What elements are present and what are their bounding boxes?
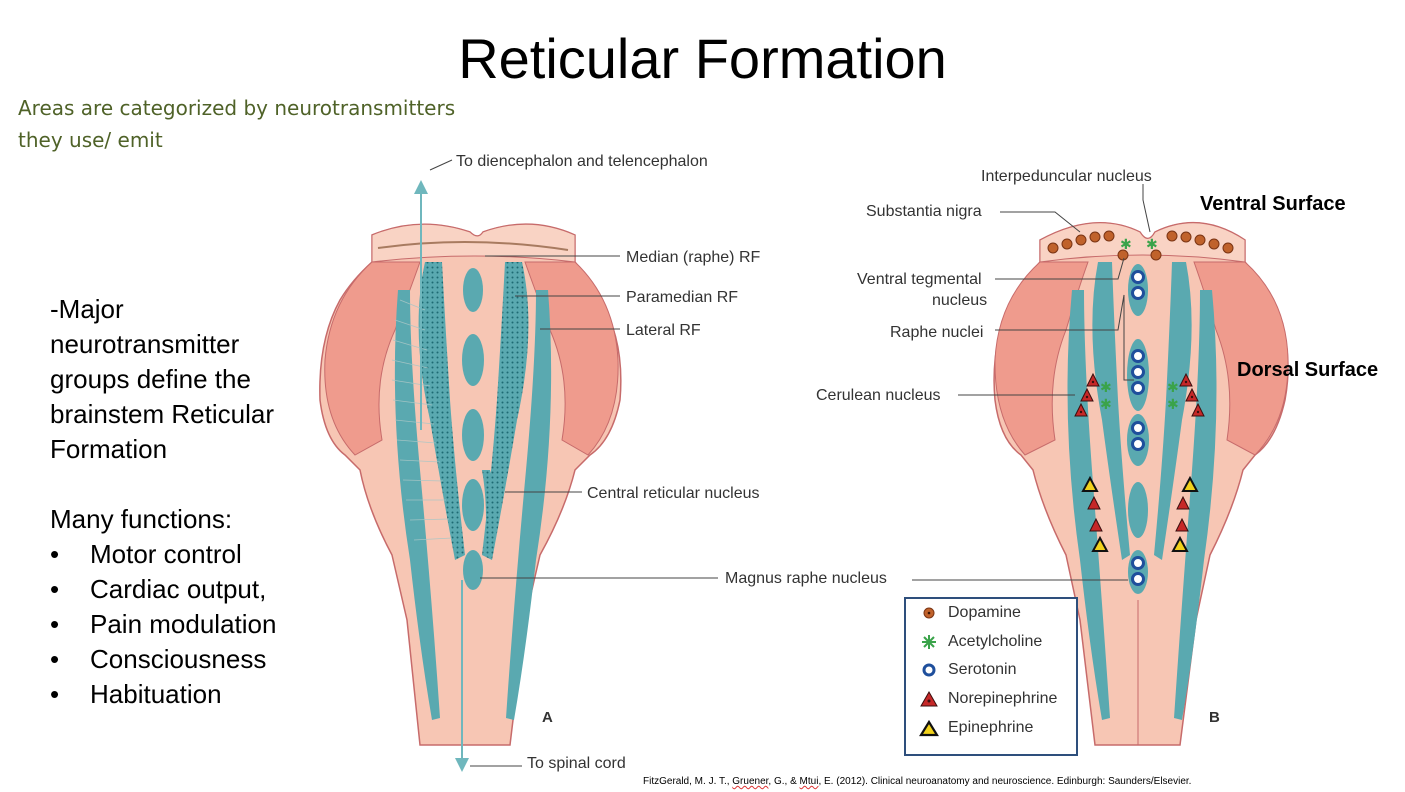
citation-text: FitzGerald, M. J. T., — [643, 776, 733, 787]
intro-line: Formation — [50, 434, 168, 464]
brainstem-b-top — [1039, 222, 1246, 263]
cerulean-norepinephrine — [1074, 372, 1205, 532]
label-ventral-surface: Ventral Surface — [1200, 193, 1346, 215]
slide-title: Reticular Formation — [458, 27, 947, 90]
body-text: -Major neurotransmitter groups define th… — [50, 292, 276, 712]
function-item: Consciousness — [50, 642, 276, 677]
acetylcholine-top: ✱ ✱ — [1120, 237, 1158, 253]
brainstem-a-top — [371, 223, 576, 263]
lateral-rf-left — [394, 290, 440, 720]
subtitle-line: they use/ emit — [18, 128, 163, 152]
svg-text:✱: ✱ — [1167, 397, 1179, 413]
svg-text:✱: ✱ — [1100, 397, 1112, 413]
functions-heading: Many functions: — [50, 504, 233, 534]
substantia-nigra-dopamine — [1047, 230, 1234, 261]
legend-label: Norepinephrine — [948, 690, 1058, 708]
label-paramedian-rf: Paramedian RF — [626, 289, 738, 306]
label-raphe-nuclei: Raphe nuclei — [890, 324, 983, 341]
label-top-arrow: To diencephalon and telencephalon — [456, 153, 708, 170]
brainstem-b: ✱ ✱ — [816, 168, 1378, 746]
column-b-paramedian-left — [1092, 262, 1130, 560]
label-median-rf: Median (raphe) RF — [626, 249, 761, 266]
svg-text:✱: ✱ — [1146, 237, 1158, 253]
panel-label-a: A — [542, 709, 553, 726]
citation: FitzGerald, M. J. T., Gruener, G., & Mtu… — [643, 776, 1191, 787]
legend-item-serotonin: Serotonin — [906, 656, 1076, 685]
label-cerulean-nucleus: Cerulean nucleus — [816, 387, 941, 404]
legend-item-acetylcholine: Acetylcholine — [906, 628, 1076, 657]
raphe-serotonin — [1131, 270, 1145, 586]
epinephrine-icon — [919, 719, 939, 736]
norepinephrine-icon — [920, 691, 938, 707]
column-b-paramedian-right — [1154, 262, 1192, 560]
intro-line: groups define the — [50, 364, 251, 394]
magnus-raphe — [463, 550, 483, 590]
intro-line: neurotransmitter — [50, 329, 240, 359]
citation-author: Mtui — [799, 776, 819, 787]
svg-text:✱: ✱ — [1167, 380, 1179, 396]
paramedian-rf-left — [418, 262, 465, 560]
label-central-reticular: Central reticular nucleus — [587, 485, 760, 502]
label-vtn-line1: Ventral tegmental — [857, 271, 982, 288]
function-item: Cardiac output, — [50, 572, 276, 607]
legend-label: Dopamine — [948, 604, 1021, 622]
function-item: Motor control — [50, 537, 276, 572]
epinephrine-cells — [1081, 475, 1199, 552]
legend-label: Epinephrine — [948, 718, 1034, 736]
citation-author: Gruener — [732, 776, 769, 787]
lateral-rf-right — [506, 290, 552, 720]
legend-label: Acetylcholine — [948, 632, 1043, 650]
intro-line: brainstem Reticular — [50, 399, 274, 429]
label-lateral-rf: Lateral RF — [626, 322, 701, 339]
dopamine-icon — [923, 607, 935, 619]
panel-label-b: B — [1209, 709, 1220, 726]
svg-text:✱: ✱ — [1120, 237, 1132, 253]
brainstem-a: To diencephalon and telencephalon Median… — [319, 153, 887, 772]
label-magnus-raphe: Magnus raphe nucleus — [725, 570, 887, 587]
svg-text:✱: ✱ — [1100, 380, 1112, 396]
serotonin-icon — [922, 663, 936, 677]
acetylcholine-pons: ✱✱ ✱✱ — [1100, 380, 1179, 413]
legend-item-norepinephrine: Norepinephrine — [906, 685, 1076, 714]
label-vtn-line2: nucleus — [932, 292, 987, 309]
label-interpeduncular: Interpeduncular nucleus — [981, 168, 1152, 185]
label-spinal-cord: To spinal cord — [527, 755, 626, 772]
subtitle-line: Areas are categorized by neurotransmitte… — [18, 96, 456, 120]
acetylcholine-icon — [922, 634, 936, 649]
legend-item-dopamine: Dopamine — [906, 599, 1076, 628]
column-b-lateral-right — [1174, 290, 1217, 720]
legend-label: Serotonin — [948, 661, 1017, 679]
slide-subtitle: Areas are categorized by neurotransmitte… — [18, 92, 455, 156]
column-b-lateral-left — [1067, 290, 1110, 720]
intro-line: -Major — [50, 294, 124, 324]
function-item: Habituation — [50, 677, 276, 712]
label-dorsal-surface: Dorsal Surface — [1237, 359, 1378, 381]
median-raphe-rf — [463, 268, 483, 312]
legend-item-epinephrine: Epinephrine — [906, 713, 1076, 742]
functions-list: Motor control Cardiac output, Pain modul… — [50, 537, 276, 712]
central-reticular-nucleus — [482, 470, 497, 545]
label-substantia-nigra: Substantia nigra — [866, 203, 982, 220]
neurotransmitter-legend: Dopamine Acetylcholine Serotonin Norepin… — [904, 597, 1078, 756]
citation-text: , G., & — [768, 776, 800, 787]
citation-text: , E. (2012). Clinical neuroanatomy and n… — [818, 776, 1192, 787]
function-item: Pain modulation — [50, 607, 276, 642]
